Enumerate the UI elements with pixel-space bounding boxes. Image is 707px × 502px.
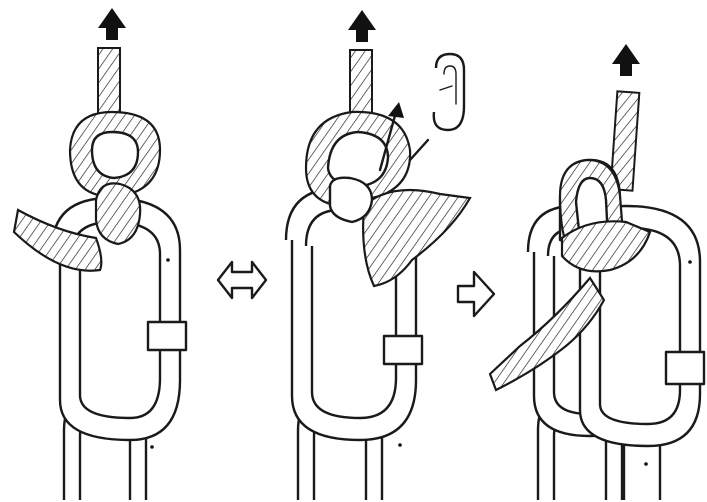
up-arrow-icon — [98, 8, 126, 40]
panel-3-finished-hitch — [490, 44, 704, 500]
panel-1-initial-loop — [14, 8, 186, 500]
double-arrow-icon — [218, 262, 266, 298]
rope-standing-part — [350, 50, 372, 114]
rope-standing-part — [98, 48, 120, 114]
panel-2-clip-step — [286, 10, 470, 500]
up-arrow-icon — [348, 10, 376, 42]
small-carabiner-icon — [434, 54, 464, 130]
up-arrow-icon — [612, 44, 640, 76]
right-arrow-icon — [458, 272, 494, 316]
